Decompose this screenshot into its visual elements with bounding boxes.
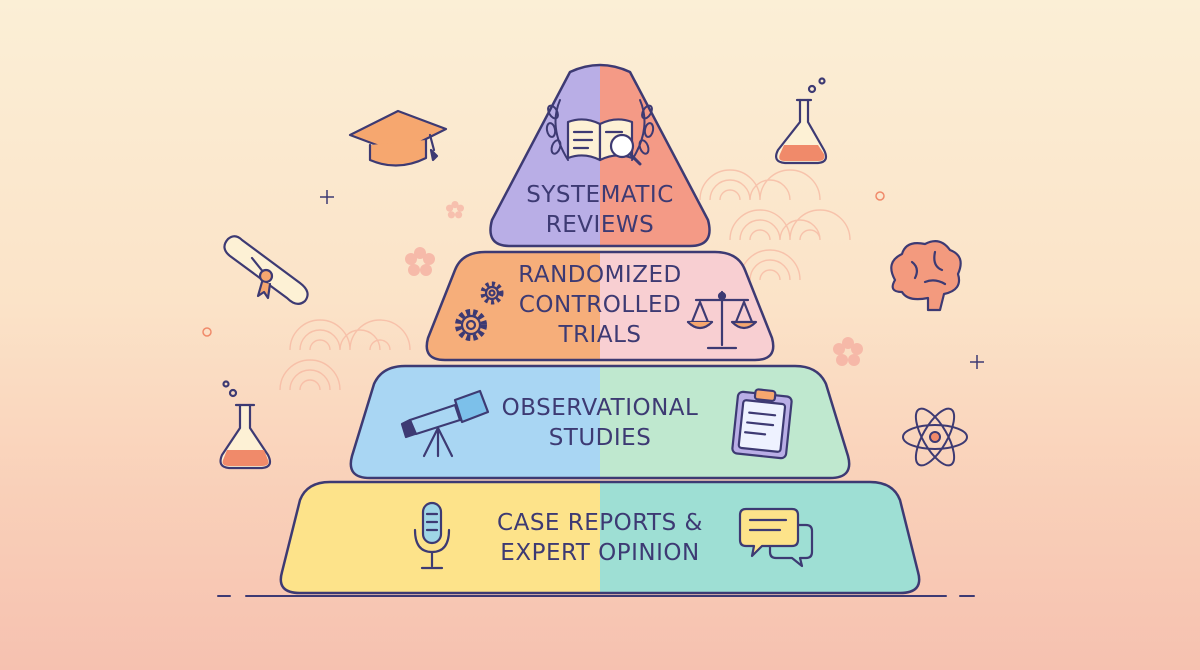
diploma-scroll-icon [223,235,309,305]
atom-icon [902,407,968,467]
cherry-blossom-icon [833,337,863,366]
cherry-blossom-icon [446,201,464,219]
tier-label-randomized-controlled-trials: RANDOMIZED CONTROLLED TRIALS [518,262,682,348]
laurel-wreath-icon [545,99,655,161]
flask-icon [219,380,272,470]
balance-scale-icon [686,290,758,350]
tier-randomized-controlled-trials [425,250,775,362]
tier-label-systematic-reviews: SYSTEMATIC REVIEWS [526,182,674,238]
clipboard-icon [731,388,793,460]
open-book-magnifier-icon [566,118,642,166]
flask-icon [775,77,828,165]
wave-pattern [279,319,411,391]
sparkle-icon [320,190,984,369]
tier-observational-studies [349,364,851,480]
brain-icon [890,239,962,312]
sparkle-icon [202,191,885,337]
tier-label-case-reports-expert-opinion: CASE REPORTS & EXPERT OPINION [497,510,703,566]
tier-label-observational-studies: OBSERVATIONAL STUDIES [501,395,699,451]
gears-icon [455,281,504,341]
speech-bubbles-icon [738,507,814,568]
microphone-icon [413,501,451,570]
graduation-cap-icon [348,109,448,167]
cherry-blossom-icon [405,247,435,276]
telescope-icon [400,389,490,458]
